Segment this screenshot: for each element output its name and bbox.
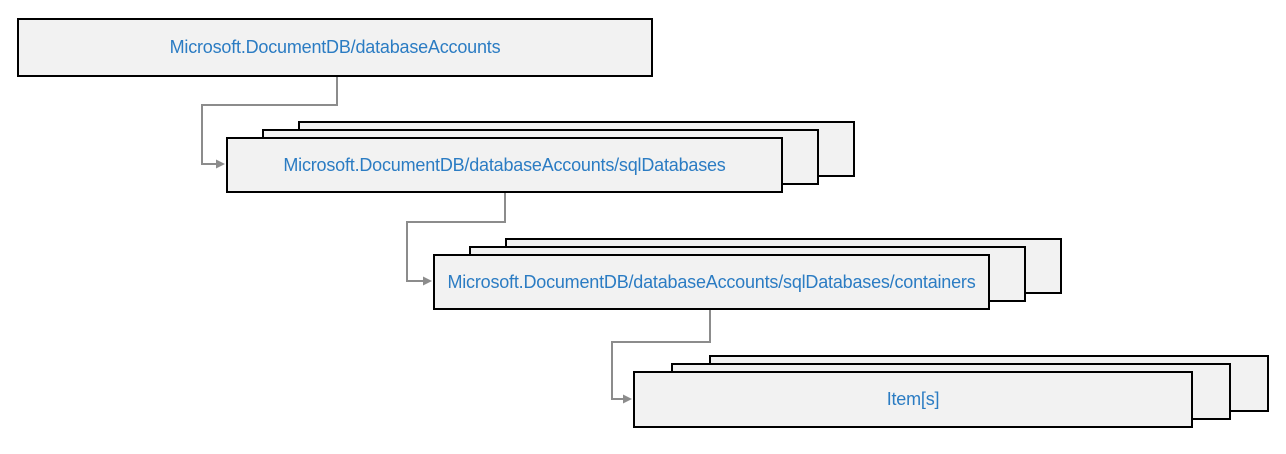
node-label: Microsoft.DocumentDB/databaseAccounts bbox=[169, 37, 501, 57]
node-sql-databases: Microsoft.DocumentDB/databaseAccounts/sq… bbox=[226, 121, 855, 193]
node-containers: Microsoft.DocumentDB/databaseAccounts/sq… bbox=[433, 238, 1062, 310]
node-label: Item[s] bbox=[886, 389, 940, 409]
node-items: Item[s] bbox=[633, 355, 1269, 428]
node-box: Microsoft.DocumentDB/databaseAccounts bbox=[17, 18, 653, 77]
node-box: Microsoft.DocumentDB/databaseAccounts/sq… bbox=[433, 254, 990, 310]
node-label: Microsoft.DocumentDB/databaseAccounts/sq… bbox=[283, 154, 726, 175]
node-box: Item[s] bbox=[633, 371, 1193, 428]
node-label: Microsoft.DocumentDB/databaseAccounts/sq… bbox=[447, 271, 976, 292]
node-database-accounts: Microsoft.DocumentDB/databaseAccounts bbox=[17, 18, 653, 77]
node-box: Microsoft.DocumentDB/databaseAccounts/sq… bbox=[226, 137, 783, 193]
